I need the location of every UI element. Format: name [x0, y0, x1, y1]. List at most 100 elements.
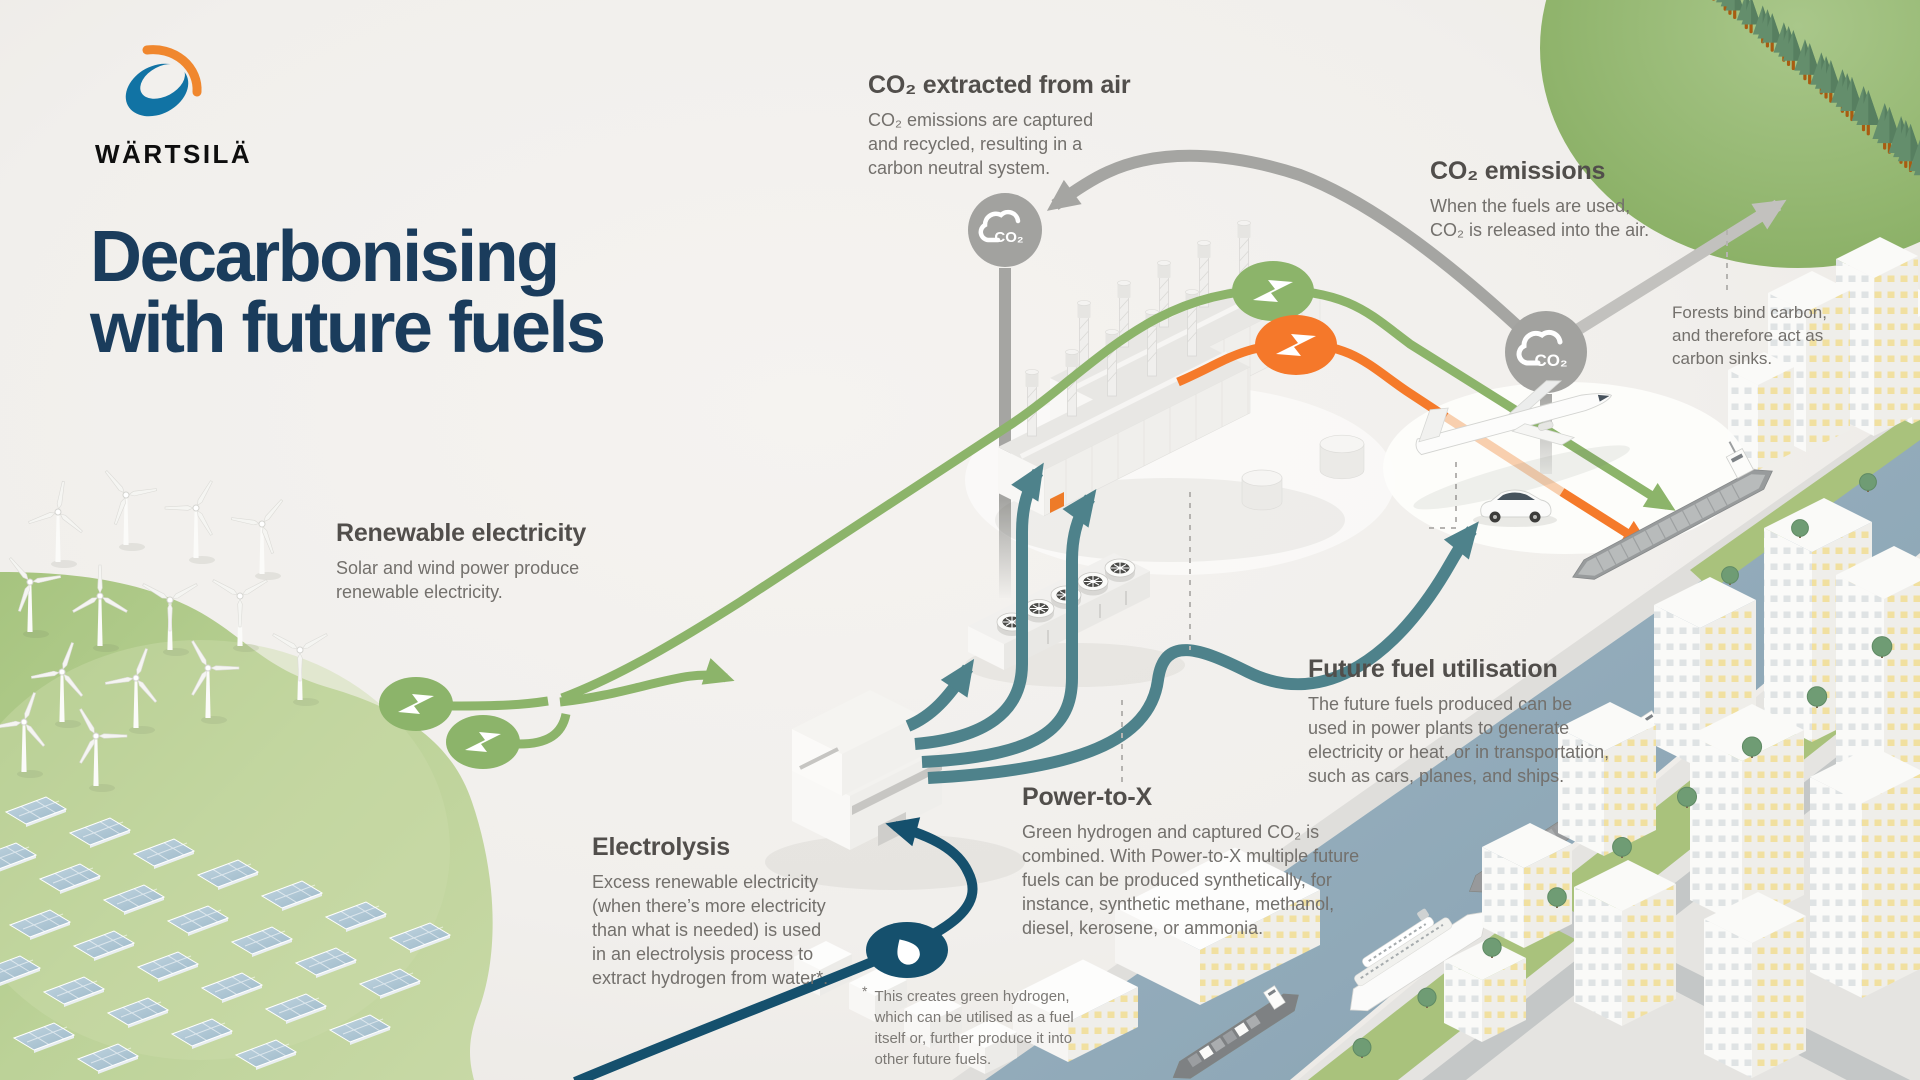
cargo-ship — [1172, 985, 1299, 1079]
wind-electricity-badge — [379, 677, 453, 731]
solar-panel — [230, 926, 294, 957]
lightning-icon — [1276, 334, 1316, 356]
city-tree — [1871, 636, 1893, 658]
city-tree — [1721, 566, 1739, 585]
chimney — [1157, 260, 1171, 328]
plane-fuselage — [1415, 393, 1613, 456]
solar-panel — [388, 922, 452, 953]
solar-panel — [294, 947, 358, 978]
city-trees — [1352, 473, 1893, 1058]
solar-power-line — [518, 712, 571, 749]
car-body — [1480, 489, 1552, 518]
solar-panel — [0, 955, 42, 986]
future-fuel-body: The future fuels produced can be used in… — [1308, 693, 1610, 786]
solar-panel — [8, 909, 72, 940]
warehouse — [1115, 847, 1320, 1005]
cloud-icon — [978, 209, 1021, 243]
cooling-fan — [1077, 572, 1109, 596]
city-building — [1482, 823, 1572, 948]
co2-badge-label: CO₂ — [994, 229, 1023, 246]
wind-farm — [0, 470, 328, 792]
solar-panel — [324, 901, 388, 932]
power-to-electrolysis — [559, 658, 735, 707]
city-tree — [1352, 1037, 1372, 1058]
footnote: * This creates green hydrogen, which can… — [862, 983, 1122, 1070]
small-house — [959, 1019, 1017, 1074]
lightning-icon — [465, 732, 501, 752]
solar-panel — [38, 863, 102, 894]
solar-panel — [260, 880, 324, 911]
upper-lawn — [1690, 408, 1920, 590]
brand-wordmark: WÄRTSILÄ — [95, 139, 253, 169]
logo-orange-swoosh — [142, 45, 202, 97]
forest-tree — [1712, 0, 1715, 1]
electrolysis-body: Excess renewable electricity (when there… — [592, 871, 829, 988]
power-to-x-body: Green hydrogen and captured CO₂ is combi… — [1022, 821, 1360, 938]
section-forest-note: Forests bind carbon, and therefore act a… — [1672, 302, 1827, 370]
city-tree — [1741, 736, 1763, 758]
plane-cockpit — [1597, 394, 1610, 402]
solar-panel — [264, 993, 328, 1024]
forest-tree — [1782, 29, 1804, 71]
green-power-to-city — [560, 285, 1676, 703]
connector-transport — [1428, 462, 1457, 529]
forest-note-body: Forests bind carbon, and therefore act a… — [1672, 303, 1827, 368]
hydrogen-to-p2x — [905, 658, 975, 732]
co2-captured-badge: CO₂ — [968, 193, 1042, 267]
dashed-connectors — [1121, 230, 1728, 782]
city-building — [1558, 702, 1656, 856]
co2-emissions-body: When the fuels are used, CO₂ is released… — [1430, 195, 1650, 240]
chimney — [1237, 220, 1251, 288]
footnote-body: This creates green hydrogen, which can b… — [874, 988, 1074, 1068]
city-tree — [1806, 686, 1828, 708]
storage-tank — [1319, 434, 1365, 480]
solar-panel — [200, 972, 264, 1003]
plane-engine — [1537, 420, 1554, 431]
forest-tree — [1819, 59, 1842, 103]
wind-turbine — [0, 692, 46, 778]
footnote-marker: * — [862, 983, 868, 999]
forest-tree — [1856, 89, 1881, 136]
solar-panel — [42, 976, 106, 1007]
wind-turbine — [272, 633, 328, 706]
city-tree — [1417, 987, 1437, 1008]
cooling-fan — [1023, 599, 1055, 623]
co2-badge-label: CO₂ — [1534, 351, 1567, 370]
future-fuel-heading: Future fuel utilisation — [1308, 655, 1558, 683]
solar-panel — [328, 1014, 392, 1045]
chimney — [1077, 300, 1091, 368]
co2-recapture-arc — [1046, 149, 1550, 357]
wind-turbine — [191, 640, 240, 724]
title-line-2: with future fuels — [90, 287, 606, 368]
city-tree — [1612, 836, 1632, 858]
lightning-icon — [1253, 280, 1293, 302]
section-power-to-x: Power-to-X Green hydrogen and captured C… — [1022, 783, 1360, 940]
logo-blue-swirl — [125, 63, 189, 117]
green-electricity-badge — [1232, 261, 1314, 321]
title-line-1: Decarbonising — [90, 217, 560, 297]
cloud-icon — [1516, 329, 1563, 366]
solar-panel — [358, 968, 422, 999]
wartsila-logo: WÄRTSILÄ — [95, 40, 315, 170]
wartsila-logo-mark — [125, 45, 202, 117]
solar-panel — [166, 905, 230, 936]
fuel-to-transport — [927, 521, 1479, 784]
solar-panel — [170, 1018, 234, 1049]
solar-panel — [102, 884, 166, 915]
hill-shape — [0, 572, 493, 1080]
solar-panel — [4, 796, 68, 827]
solar-panel — [68, 817, 132, 848]
ship-bridge — [1725, 448, 1755, 479]
cooling-fan — [1104, 558, 1136, 582]
wind-turbine — [28, 480, 83, 568]
solar-panel — [136, 951, 200, 982]
airplane — [1413, 380, 1630, 510]
fuel-to-plant-2 — [921, 489, 1097, 768]
solar-electricity-badge — [446, 715, 520, 769]
lightning-icon — [398, 694, 434, 714]
electrolysis-upper — [792, 690, 920, 796]
forest-trees — [1712, 0, 1920, 176]
fuel-to-plant-1 — [914, 462, 1044, 750]
solar-panel — [76, 1043, 140, 1074]
wind-turbine — [8, 557, 62, 638]
